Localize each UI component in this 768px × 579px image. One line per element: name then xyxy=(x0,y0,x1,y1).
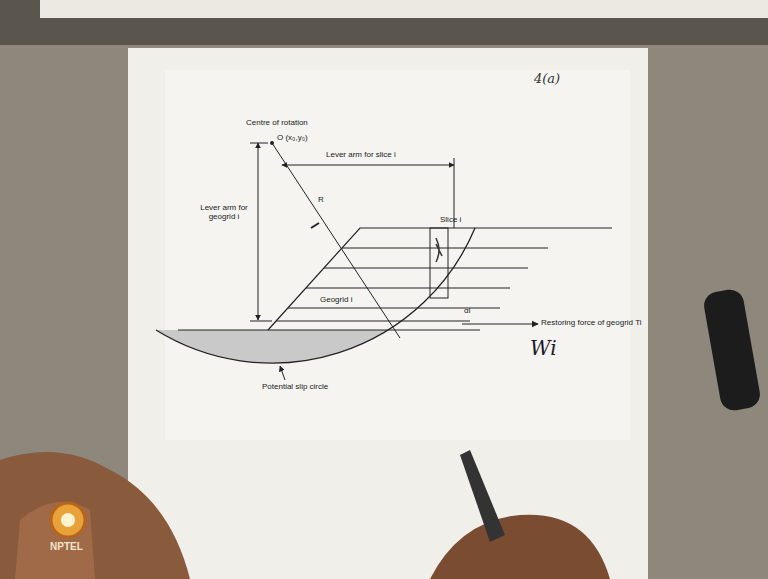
angle-label: αi xyxy=(464,307,470,316)
force-arrow xyxy=(462,323,538,324)
lever-tick xyxy=(250,321,272,322)
board xyxy=(0,0,768,45)
slice xyxy=(430,228,448,298)
lever-arm xyxy=(282,165,454,166)
geogrid-line xyxy=(306,288,510,289)
handwritten-mark xyxy=(436,238,442,262)
part-label: Geogrid i xyxy=(320,296,352,305)
force-label: Restoring force of geogrid Ti xyxy=(541,319,642,328)
point-label: O (x₀,y₀) xyxy=(277,134,308,143)
dimension-label: R xyxy=(318,196,324,205)
paper-sheet xyxy=(128,48,648,579)
axis-label: Centre of rotation xyxy=(246,119,308,128)
hand xyxy=(0,452,190,579)
handwritten-note: 4(a) xyxy=(534,72,560,86)
leader-line xyxy=(280,366,285,380)
dimension-label: Lever arm for slice i xyxy=(326,151,396,160)
finger xyxy=(15,502,95,579)
centre-point xyxy=(270,141,274,145)
slip-circle xyxy=(156,228,475,363)
hand xyxy=(430,515,610,579)
marker-pen xyxy=(702,287,762,412)
dimension-label: Lever arm for geogrid i xyxy=(196,204,252,222)
geogrid-line xyxy=(342,248,548,249)
pen xyxy=(460,450,505,542)
slip-zone xyxy=(156,330,388,363)
radius-tick xyxy=(311,223,319,228)
paper-behind xyxy=(40,0,768,18)
watermark: NPTEL xyxy=(50,541,83,552)
logo-mark xyxy=(61,513,75,527)
ground-line xyxy=(178,329,480,330)
part-label: Potential slip circle xyxy=(262,383,328,392)
lever-tick xyxy=(250,143,268,144)
slope-surface xyxy=(268,228,612,330)
printed-figure xyxy=(165,70,630,440)
lever-arm xyxy=(258,143,259,320)
part-label: Slice i xyxy=(440,216,461,225)
logo-mark xyxy=(51,503,85,537)
geogrid-line xyxy=(276,321,470,322)
radius-line xyxy=(272,143,400,338)
handwritten-note: Wi xyxy=(530,337,557,359)
